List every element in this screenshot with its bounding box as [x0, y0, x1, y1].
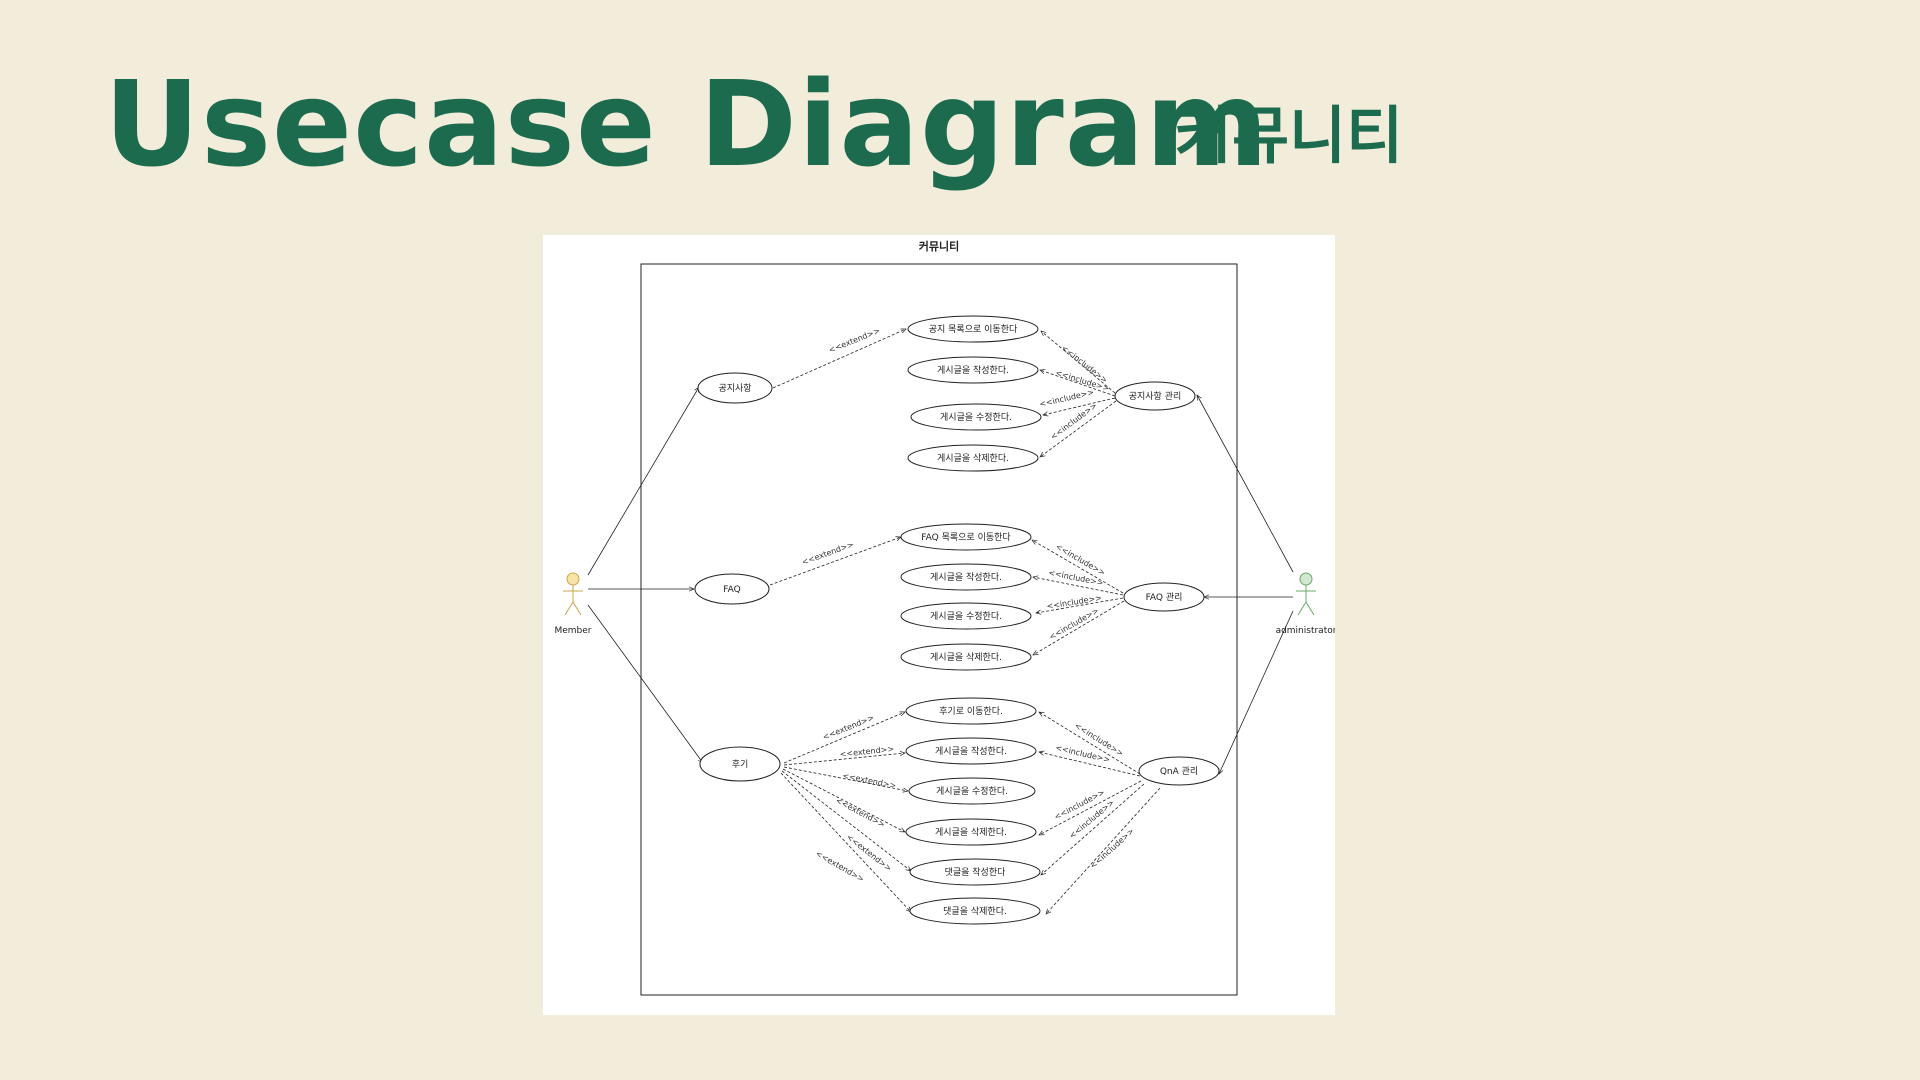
include-notice-list [1041, 331, 1116, 394]
usecase-label: 댓글을 삭제한다. [943, 906, 1007, 917]
usecase-label: 게시글을 수정한다. [936, 786, 1008, 797]
member-actor-head [566, 572, 580, 586]
member-actor-label: Member [554, 626, 591, 636]
usecase-comment-delete[interactable]: 댓글을 삭제한다. [909, 897, 1041, 925]
usecase-label: 댓글을 작성한다 [945, 867, 1007, 878]
page-subtitle: 커뮤니티 [1175, 99, 1404, 172]
assoc-admin-notice [1197, 395, 1294, 573]
diagram-canvas: 커뮤니티 Member administrator <<extend>> <<i… [554, 239, 1335, 996]
usecase-label: 게시글을 삭제한다. [937, 453, 1009, 464]
usecase-label: 게시글을 삭제한다. [930, 652, 1002, 663]
extend-review-edit [783, 766, 908, 791]
usecase-diagram: 커뮤니티 Member administrator <<extend>> <<i… [543, 235, 1335, 1015]
assoc-member-review [587, 604, 703, 763]
extend-label: <<extend>> [821, 713, 875, 742]
extend-review-write [783, 753, 905, 766]
include-notice-edit [1043, 397, 1116, 415]
include-notice-write [1040, 370, 1116, 397]
extend-label: <<extend>> [842, 771, 897, 790]
usecase-comment-write[interactable]: 댓글을 작성한다 [909, 858, 1041, 886]
extend-notice-list [772, 328, 906, 389]
usecase-review-delete[interactable]: 게시글을 삭제한다. [905, 818, 1037, 846]
usecase-faq-write[interactable]: 게시글을 작성한다. [900, 563, 1032, 591]
include-label: <<include>> [1048, 606, 1101, 642]
usecase-label: 게시글을 수정한다. [930, 611, 1002, 622]
usecase-label: 공지사항 관리 [1129, 391, 1182, 402]
system-boundary [640, 263, 1238, 996]
usecase-label: FAQ 관리 [1146, 592, 1183, 603]
extend-review-go [783, 712, 905, 764]
usecase-qna-admin[interactable]: QnA 관리 [1138, 756, 1220, 786]
usecase-label: 공지 목록으로 이동한다 [929, 324, 1018, 335]
usecase-label: FAQ 목록으로 이동한다 [921, 532, 1011, 543]
usecase-label: 게시글을 작성한다. [937, 365, 1009, 376]
include-label: <<include>> [1049, 401, 1099, 442]
extend-review-delete [782, 768, 905, 832]
usecase-label: FAQ [723, 585, 740, 595]
member-actor[interactable]: Member [554, 572, 592, 636]
admin-actor-label: administrator [1276, 626, 1335, 636]
usecase-label: 공지사항 [718, 383, 751, 394]
usecase-review-go[interactable]: 후기로 이동한다. [905, 697, 1037, 725]
extend-comment-delete [780, 772, 911, 912]
assoc-member-notice [587, 387, 699, 576]
usecase-faq-delete[interactable]: 게시글을 삭제한다. [900, 643, 1032, 671]
system-label: 커뮤니티 [919, 239, 959, 253]
usecase-review-write[interactable]: 게시글을 작성한다. [905, 737, 1037, 765]
usecase-label: 게시글을 삭제한다. [935, 827, 1007, 838]
include-review-write [1039, 752, 1141, 777]
usecase-notice-write[interactable]: 게시글을 작성한다. [907, 356, 1039, 384]
usecase-faq[interactable]: FAQ [694, 573, 770, 605]
extend-label: <<extend>> [801, 540, 855, 567]
include-label: <<include>> [1088, 826, 1135, 870]
usecase-notice-edit[interactable]: 게시글을 수정한다. [910, 403, 1042, 431]
include-review-delete [1039, 780, 1142, 835]
extend-faq-list [769, 537, 901, 586]
usecase-label: 게시글을 작성한다. [930, 572, 1002, 583]
extend-label: <<extend>> [834, 796, 886, 830]
usecase-label: 후기 [732, 759, 749, 770]
extend-comment-write [781, 770, 911, 871]
extend-label: <<extend>> [814, 849, 866, 884]
usecase-review-edit[interactable]: 게시글을 수정한다. [908, 777, 1036, 805]
usecase-label: 게시글을 수정한다. [940, 412, 1012, 423]
admin-actor-head [1299, 572, 1313, 586]
usecase-faq-admin[interactable]: FAQ 관리 [1123, 582, 1205, 612]
include-faq-list [1032, 540, 1124, 594]
usecase-notice-delete[interactable]: 게시글을 삭제한다. [907, 444, 1039, 472]
include-notice-delete [1040, 400, 1117, 457]
usecase-review[interactable]: 후기 [699, 746, 781, 782]
usecase-label: 게시글을 작성한다. [935, 746, 1007, 757]
usecase-notice[interactable]: 공지사항 [697, 372, 773, 404]
usecase-notice-list[interactable]: 공지 목록으로 이동한다 [907, 315, 1039, 343]
include-review-go [1039, 712, 1141, 775]
include-faq-delete [1033, 600, 1125, 655]
administrator-actor[interactable]: administrator [1276, 572, 1335, 636]
usecase-notice-admin[interactable]: 공지사항 관리 [1114, 381, 1196, 411]
page-title: Usecase Diagram [104, 55, 1270, 193]
include-comment-write [1041, 783, 1145, 875]
extend-label: <<extend>> [827, 326, 881, 355]
usecase-label: QnA 관리 [1160, 766, 1198, 777]
assoc-admin-qna [1218, 610, 1294, 774]
include-faq-write [1033, 577, 1124, 596]
usecase-faq-edit[interactable]: 게시글을 수정한다. [900, 602, 1032, 630]
usecase-faq-list[interactable]: FAQ 목록으로 이동한다 [900, 523, 1032, 551]
extend-label: <<extend>> [839, 744, 894, 759]
usecase-label: 후기로 이동한다. [939, 706, 1003, 717]
include-comment-delete [1046, 787, 1161, 914]
